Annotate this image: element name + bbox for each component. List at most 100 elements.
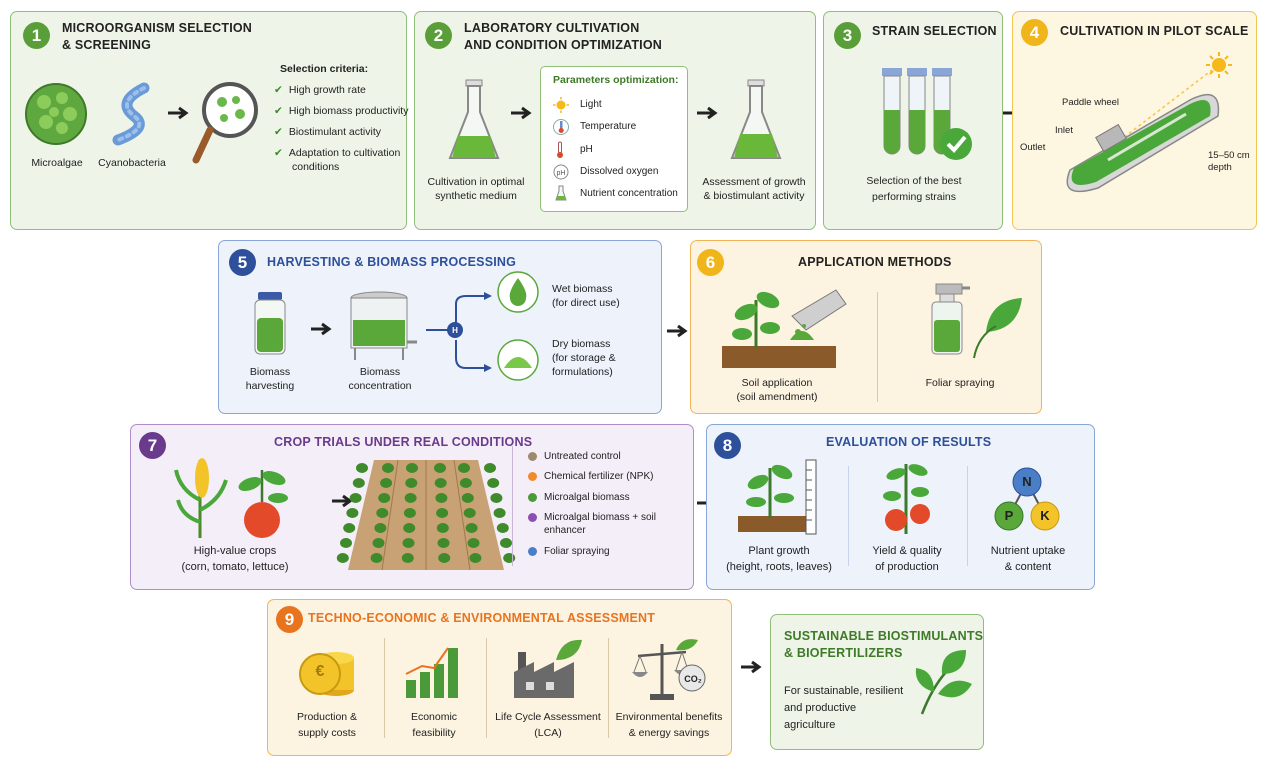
crop-plant [356, 463, 368, 473]
branch-connector [426, 292, 492, 372]
legend-label: Microalgal biomass [544, 492, 630, 503]
crop-plant [352, 478, 365, 488]
cost-label-1: Production & [296, 711, 358, 723]
crop-plant [436, 523, 449, 533]
foliar-label: Foliar spraying [925, 377, 995, 389]
dry-biomass-label-2: (for storage & [552, 352, 616, 364]
tank-icon [350, 291, 417, 360]
step4-number: 4 [1021, 19, 1048, 46]
param-ph: pH [580, 144, 593, 155]
field-plots-icon [336, 459, 516, 571]
crop-plant [346, 508, 359, 518]
thermometer-icon [553, 119, 569, 135]
arrow-right-icon [511, 106, 532, 120]
crop-plant [402, 538, 415, 548]
microalgae-icon [25, 83, 87, 145]
economic-label-2: feasibility [412, 727, 456, 739]
h-label: H [452, 326, 458, 335]
n-label: N [1022, 474, 1032, 489]
arrow-right-icon [697, 106, 718, 120]
crop-plant [376, 508, 389, 518]
concentration-label-1: Biomass [359, 366, 401, 378]
crop-plant [496, 523, 509, 533]
crop-plant [461, 493, 474, 503]
legend-dot [528, 513, 537, 522]
step5-number: 5 [229, 249, 256, 276]
leaves-icon [915, 650, 972, 715]
soil-label-2: (soil amendment) [736, 391, 818, 403]
paddle-wheel-label: Paddle wheel [1062, 97, 1120, 108]
assessment-label-2: & biostimulant activity [703, 190, 805, 202]
sun-icon [553, 97, 569, 113]
divider [848, 466, 849, 566]
coins-icon [299, 652, 354, 696]
nutrient-label-2: & content [1004, 561, 1052, 573]
crop-plant [382, 463, 394, 473]
economic-label-1: Economic [410, 711, 458, 723]
wet-biomass-label-1: Wet biomass [552, 283, 613, 295]
crops-label-1: High-value crops [193, 545, 277, 557]
step5-panel [218, 240, 662, 414]
crop-plant [370, 553, 383, 563]
crops-icon [174, 458, 288, 538]
ph-icon: pH [553, 164, 569, 180]
final-desc-1: For sustainable, resilient [784, 685, 904, 697]
microalgae-label: Microalgae [31, 157, 83, 169]
magnifier-icon [192, 82, 258, 164]
crop-plant [372, 538, 385, 548]
legend-label: Untreated control [544, 451, 621, 462]
cultivation-label-2: synthetic medium [435, 190, 517, 202]
crop-plant [403, 523, 416, 533]
step6-number: 6 [697, 249, 724, 276]
param-oxygen: Dissolved oxygen [580, 166, 659, 177]
ph-thermometer-icon [557, 141, 563, 158]
criteria-title: Selection criteria: [280, 63, 369, 75]
param-temperature: Temperature [580, 121, 637, 132]
crop-plant [436, 508, 449, 518]
legend-dot [528, 493, 537, 502]
step7-number: 7 [139, 432, 166, 459]
crop-plant [503, 553, 516, 563]
arrow-right-icon [168, 106, 189, 120]
cost-label-2: supply costs [298, 727, 356, 739]
legend-dot [528, 452, 537, 461]
crops-label-2: (corn, tomato, lettuce) [181, 561, 289, 573]
criterion-2: ✔High biomass productivity [274, 105, 409, 117]
crop-plant [487, 478, 500, 488]
final-desc-3: agriculture [784, 719, 836, 731]
criterion-4-cont: conditions [292, 161, 340, 173]
crop-plant [484, 463, 496, 473]
step6-title: APPLICATION METHODS [798, 255, 952, 269]
euro-symbol: € [315, 663, 325, 680]
check-icon: ✔ [274, 147, 283, 159]
tomato-plant-icon [883, 464, 930, 534]
svg-text:pH: pH [557, 170, 566, 177]
dry-biomass-label-1: Dry biomass [552, 338, 611, 350]
step9-title: TECHNO-ECONOMIC & ENVIRONMENTAL ASSESSME… [308, 611, 656, 625]
step6-panel [690, 240, 1042, 414]
criterion-4: ✔Adaptation to cultivation [274, 147, 401, 159]
flask-icon [730, 79, 782, 159]
spray-bottle-icon [931, 283, 1022, 359]
divider [608, 638, 609, 738]
step1-title-line1: MICROORGANISM SELECTION [62, 21, 253, 35]
jar-icon [254, 292, 286, 355]
nutrient-label-1: Nutrient uptake [990, 545, 1066, 557]
final-title-line2: & BIOFERTILIZERS [784, 646, 903, 660]
crop-plant [437, 538, 450, 548]
crop-plant [459, 478, 472, 488]
divider [512, 446, 513, 566]
final-desc-2: and productive [784, 702, 857, 714]
crop-plant [465, 523, 478, 533]
dry-biomass-label-3: formulations) [552, 366, 613, 378]
crop-plant [458, 463, 470, 473]
crop-plant [435, 493, 448, 503]
water-drop-icon [497, 271, 539, 313]
factory-icon [514, 639, 582, 698]
arrow-right-icon [311, 322, 332, 336]
growth-label-1: Plant growth [748, 545, 810, 557]
harvest-label-2: harvesting [245, 380, 295, 392]
crop-plant [434, 478, 447, 488]
legend-label: Microalgal biomass + soil [544, 512, 656, 523]
crop-plant [493, 508, 506, 518]
